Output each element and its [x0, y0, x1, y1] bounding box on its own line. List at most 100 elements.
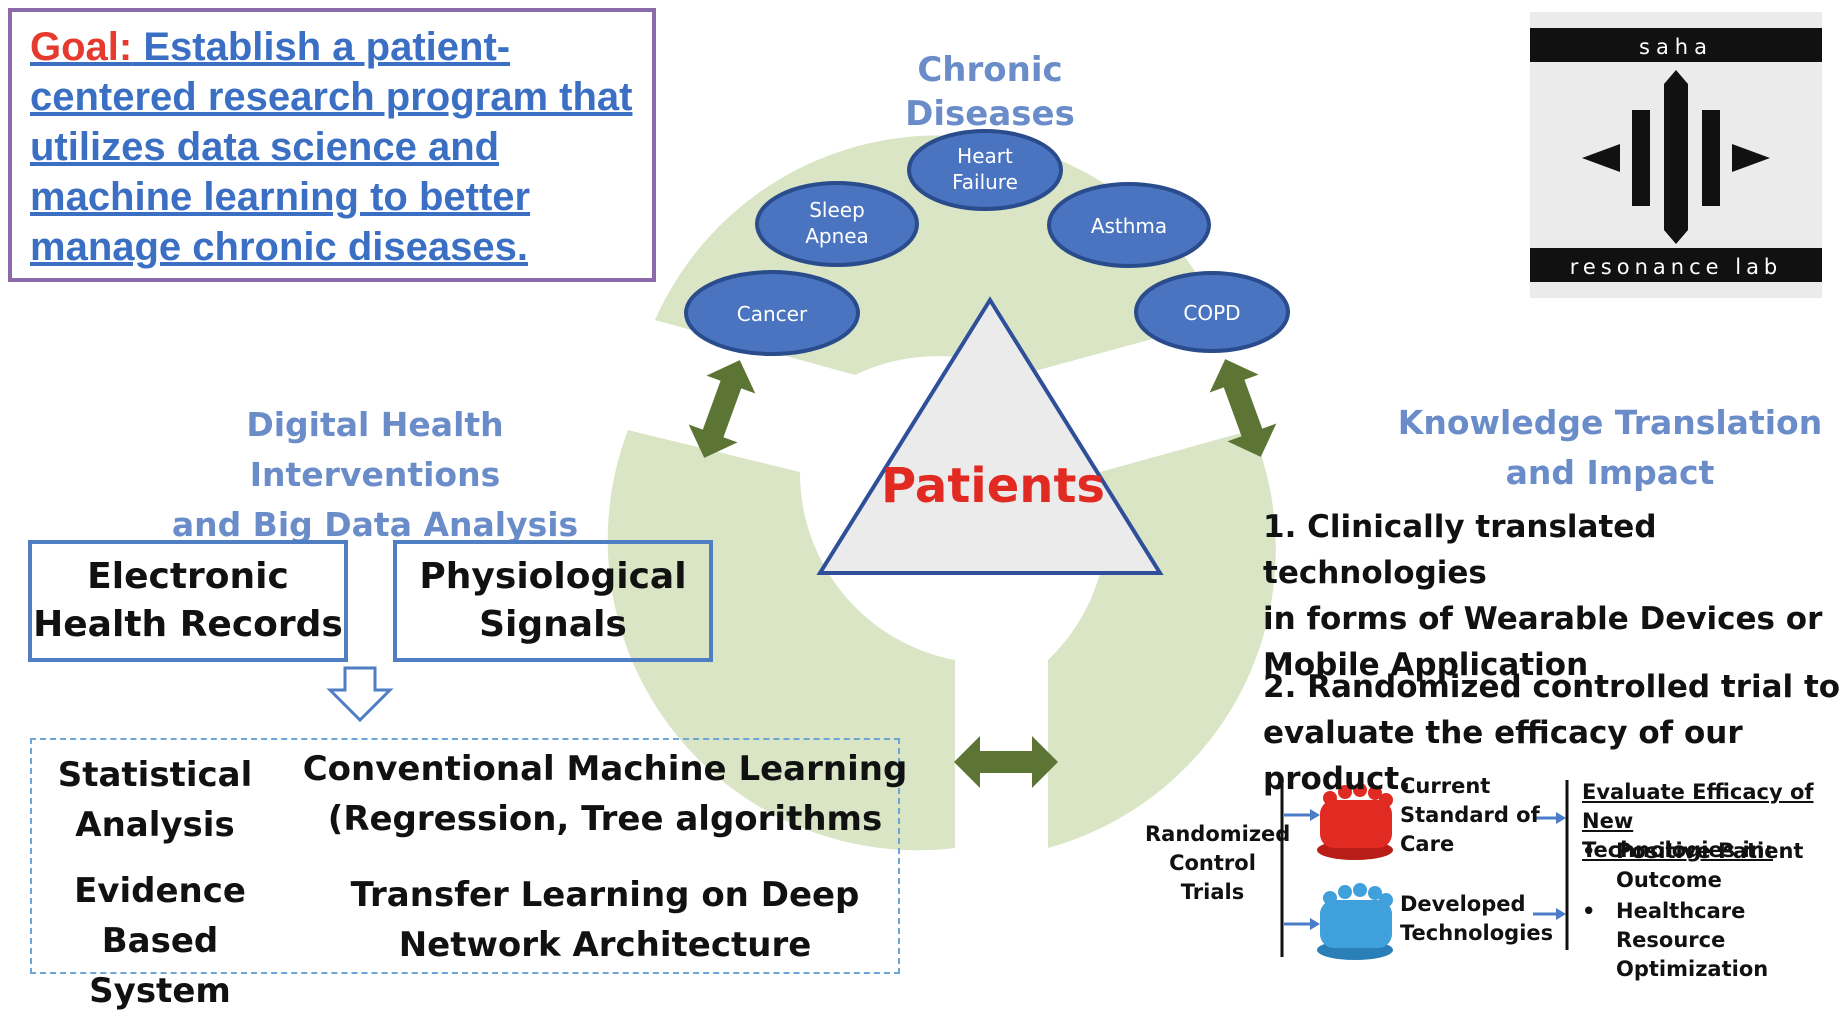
crowd-body	[1320, 900, 1392, 948]
rct-label-line: Trials	[1180, 880, 1245, 904]
point-line: in forms of Wearable Devices or	[1263, 601, 1823, 637]
crowd-head	[1379, 793, 1393, 807]
point-line: 1. Clinically translated technologies	[1263, 509, 1657, 591]
disease-heart-failure: Heart Failure	[907, 129, 1063, 211]
crowd-head	[1338, 885, 1352, 899]
crowd-head	[1323, 891, 1337, 905]
disease-label: Failure	[952, 170, 1018, 194]
crowd-body	[1320, 800, 1392, 848]
title-line: Knowledge Translation	[1397, 403, 1823, 442]
disease-label: Apnea	[805, 224, 869, 248]
crowd-head	[1338, 785, 1352, 799]
methods-box	[30, 738, 900, 974]
diagram-canvas: Cancer Sleep Apnea Heart Failure Asthma …	[326, 129, 1569, 960]
method-line: Evidence	[74, 871, 246, 911]
rct-label-line: Control	[1169, 851, 1256, 875]
method-line: Analysis	[75, 805, 235, 845]
rct-arrow-head	[1310, 918, 1320, 930]
point-line: Mobile Application	[1263, 647, 1589, 683]
evaluate-bullet-1: • Positive Patient Outcome	[1582, 837, 1842, 895]
bullet-icon: •	[1582, 899, 1596, 923]
logo-right-arrow-icon	[1732, 144, 1770, 172]
method-line: Statistical	[57, 755, 253, 795]
evaluate-title: Evaluate Efficacy of New Technologies in…	[1582, 778, 1842, 865]
disease-ellipse	[684, 270, 860, 356]
bullet-icon: •	[1582, 839, 1596, 863]
goal-text: Establish a patient-centered research pr…	[30, 25, 633, 269]
crowd-head	[1368, 886, 1382, 900]
disease-label: Sleep	[809, 198, 865, 222]
transfer-learning-label: Transfer Learning on Deep Network Archit…	[300, 870, 910, 970]
disease-copd: COPD	[1134, 271, 1290, 353]
point-line: evaluate the efficacy of our product.	[1263, 715, 1743, 797]
patients-triangle	[816, 296, 1164, 575]
logo-left-arrow-icon	[1582, 144, 1620, 172]
crowd-head	[1353, 883, 1367, 897]
crowd-current-care-icon	[1317, 783, 1393, 860]
logo-top-text: saha	[1639, 35, 1713, 59]
box-line: Signals	[479, 604, 627, 645]
rct-line: Developed	[1400, 892, 1526, 916]
title-line: and Big Data Analysis	[171, 505, 579, 544]
disease-label: Heart	[957, 144, 1013, 168]
ring-segment-right	[1048, 430, 1276, 848]
digital-health-title: Digital Health Interventions and Big Dat…	[120, 400, 630, 550]
knowledge-translation-title: Knowledge Translation and Impact	[1380, 398, 1840, 498]
evaluate-bullet-2: • Healthcare Resource Optimization	[1582, 897, 1842, 984]
goal-box: Goal: Establish a patient-centered resea…	[8, 8, 656, 282]
rct-line: Standard of	[1400, 803, 1540, 827]
conventional-ml-label: Conventional Machine Learning (Regressio…	[300, 744, 910, 844]
disease-ellipse	[1047, 182, 1211, 268]
down-arrow-icon	[326, 666, 394, 723]
method-line: Based System	[89, 921, 231, 1011]
disease-cancer: Cancer	[684, 270, 860, 356]
goal-statement: Goal: Establish a patient-centered resea…	[30, 22, 634, 272]
double-arrow-bottom	[954, 736, 1058, 788]
method-line: (Regression, Tree algorithms	[327, 799, 883, 839]
double-arrow-right	[1209, 359, 1277, 457]
logo-center-bar	[1664, 70, 1688, 244]
physiological-signals-box: Physiological Signals	[393, 540, 713, 662]
disease-ellipse	[907, 129, 1063, 211]
disease-ellipse	[755, 181, 919, 267]
ring-segment-left	[607, 430, 955, 851]
logo-bottom-bar	[1530, 248, 1822, 282]
patients-label: Patients	[881, 458, 1105, 514]
chronic-diseases-title: Chronic Diseases	[905, 50, 1075, 134]
bullet-line: Optimization	[1616, 957, 1769, 981]
bullet-line: Positive Patient	[1616, 839, 1804, 863]
logo-graphic: saha resonance lab	[1530, 28, 1822, 282]
rct-arrow-head	[1556, 812, 1566, 824]
crowd-head	[1379, 893, 1393, 907]
method-line: Transfer Learning on Deep	[350, 875, 860, 915]
disease-label: COPD	[1183, 301, 1240, 325]
rct-line: Technologies in:	[1582, 838, 1774, 862]
rct-line: Technologies	[1400, 921, 1554, 945]
saha-logo: saha resonance lab	[1530, 12, 1822, 298]
logo-bottom-text: resonance lab	[1570, 255, 1783, 279]
bullet-line: Outcome	[1616, 868, 1722, 892]
goal-label: Goal:	[30, 25, 133, 69]
disease-label: Cancer	[737, 302, 808, 326]
crowd-head	[1353, 783, 1367, 797]
title-line: and Impact	[1505, 453, 1715, 492]
method-line: Network Architecture	[398, 925, 812, 965]
current-care-label: Current Standard of Care	[1400, 772, 1540, 859]
rct-label: Randomized Control Trials	[1145, 820, 1291, 907]
rct-arrow-head	[1556, 908, 1566, 920]
disease-ellipse	[1134, 271, 1290, 353]
rct-line: Current	[1400, 774, 1491, 798]
knowledge-point-1: 1. Clinically translated technologies in…	[1263, 504, 1843, 688]
point-line: 2. Randomized controlled trial to	[1263, 669, 1841, 705]
logo-top-bar	[1530, 28, 1822, 62]
disease-label: Asthma	[1091, 214, 1167, 238]
box-line: Health Records	[33, 604, 343, 645]
crowd-head	[1323, 791, 1337, 805]
statistical-analysis-label: Statistical Analysis	[40, 750, 270, 850]
developed-tech-label: Developed Technologies	[1400, 890, 1554, 948]
box-line: Electronic	[87, 556, 289, 597]
rct-arrow-head	[1310, 809, 1320, 821]
double-arrow-left	[688, 360, 756, 458]
box-line: Physiological	[419, 556, 687, 597]
rct-label-line: Randomized	[1145, 822, 1291, 846]
